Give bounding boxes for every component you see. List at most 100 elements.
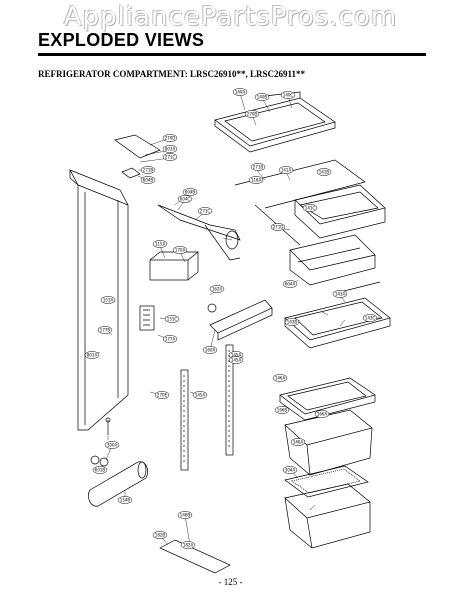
page-subtitle: REFRIGERATOR COMPARTMENT: LRSC26910**, L… — [38, 69, 306, 79]
cover-182 — [159, 539, 231, 574]
part-label-text: 146B — [180, 512, 191, 517]
part-label-bubble: 601B — [92, 466, 108, 474]
part-label-text: 604C — [180, 196, 191, 201]
part-label-bubble: 300A — [104, 441, 120, 449]
control-box-115 — [149, 251, 199, 281]
fasteners — [90, 417, 111, 467]
part-label-bubble: 271C — [162, 153, 178, 161]
part-label-text: 160A — [205, 347, 216, 352]
part-label-text: 140C — [283, 92, 294, 97]
cabinet-wall — [69, 169, 129, 431]
part-label-text: 601B — [95, 467, 106, 472]
part-label-text: 151A — [103, 297, 114, 302]
part-label-bubble: 177B — [97, 326, 113, 334]
part-label-bubble: 270E — [154, 391, 170, 399]
grid-cover-304 — [284, 465, 369, 498]
part-label-text: 145A — [231, 357, 242, 362]
part-label-text: 270B — [247, 111, 258, 116]
part-label-bubble: 604B — [140, 176, 156, 184]
part-label-text: 141C — [305, 205, 316, 210]
part-label-bubble: 604A — [282, 280, 298, 288]
tube-154 — [88, 461, 148, 507]
part-label-text: 801A — [87, 352, 98, 357]
part-label-bubble: 145A — [192, 391, 208, 399]
part-label-bubble: 116A — [248, 176, 264, 184]
part-labels: 140A 140B 140C 270B 270D 803A 271C 271B 604B 604B… — [84, 88, 378, 549]
part-label-bubble: 143B — [284, 318, 300, 326]
part-label-text: 143A — [335, 291, 346, 296]
part-label-text: 182B — [155, 532, 166, 537]
part-label-text: 271B — [143, 167, 154, 172]
part-label-text: 182A — [183, 542, 194, 547]
watermark: AppliancePartsPros.com — [63, 2, 398, 32]
part-label-text: 141B — [319, 169, 330, 174]
part-label-bubble: 146A — [272, 374, 288, 382]
part-label-text: 115A — [155, 241, 166, 246]
part-label-bubble: 141B — [316, 168, 332, 176]
part-label-bubble: 115A — [152, 240, 168, 248]
part-label-text: 140B — [257, 94, 268, 99]
part-label-bubble: 145A — [228, 356, 244, 364]
part-label-text: 604B — [143, 177, 154, 182]
part-label-text: 300A — [107, 442, 118, 447]
part-label-bubble: 801A — [84, 351, 100, 359]
part-label-text: 803A — [165, 146, 176, 151]
part-label-bubble: 146A — [290, 438, 306, 446]
part-label-text: 271D — [273, 224, 284, 229]
part-label-text: 271C — [200, 208, 211, 213]
part-label-text: 271B — [253, 164, 264, 169]
part-label-bubble: 270D — [162, 134, 178, 142]
part-label-bubble: 141C — [302, 204, 318, 212]
part-label-bubble: 182B — [152, 531, 168, 539]
shelf-143 — [284, 281, 391, 349]
bulb-801 — [207, 303, 217, 313]
part-label-text: 154B — [120, 497, 131, 502]
shelf-140 — [214, 91, 336, 153]
part-label-text: 151C — [167, 316, 178, 321]
drawer-146B — [284, 483, 371, 549]
part-label-text: 145A — [195, 392, 206, 397]
part-label-text: 177A — [165, 336, 176, 341]
part-label-text: 162A — [212, 286, 223, 291]
part-label-text: 270D — [165, 135, 176, 140]
part-label-bubble: 304A — [282, 466, 298, 474]
part-label-text: 604A — [285, 281, 296, 286]
part-label-text: 304A — [285, 467, 296, 472]
part-label-text: 177B — [100, 327, 111, 332]
part-label-bubble: 182A — [180, 541, 196, 549]
shelf-141 — [234, 159, 386, 246]
part-label-text: 270E — [157, 392, 168, 397]
part-label-text: 140A — [235, 89, 246, 94]
part-label-bubble: 143A — [332, 290, 348, 298]
cover-160 — [209, 299, 273, 341]
part-label-text: 146A — [275, 375, 286, 380]
part-label-text: 143C — [365, 315, 376, 320]
part-label-text: 271C — [165, 154, 176, 159]
part-label-text: 143B — [287, 319, 298, 324]
part-label-bubble: 140C — [280, 91, 296, 99]
part-label-bubble: 271C — [197, 207, 213, 215]
part-label-text: 146A — [293, 439, 304, 444]
part-label-bubble: 140B — [254, 93, 270, 101]
part-label-bubble: 177A — [162, 335, 178, 343]
part-label-bubble: 162A — [209, 285, 225, 293]
part-label-bubble: 270B — [244, 110, 260, 118]
part-label-bubble: 604B — [182, 188, 198, 196]
part-label-bubble: 151C — [164, 315, 180, 323]
part-label-text: 604B — [185, 189, 196, 194]
part-label-bubble: 166B — [274, 406, 290, 414]
part-label-bubble: 146B — [177, 511, 193, 519]
part-label-bubble: 141A — [278, 166, 294, 174]
part-label-bubble: 271B — [250, 163, 266, 171]
leader-lines — [91, 92, 380, 546]
part-label-text: 166A — [317, 411, 328, 416]
part-label-text: 170A — [175, 247, 186, 252]
part-label-bubble: 271D — [270, 223, 286, 231]
part-label-text: 145A — [231, 352, 242, 357]
part-label-bubble: 154B — [117, 496, 133, 504]
part-label-bubble: 151A — [100, 296, 116, 304]
shelf-rail-right — [225, 344, 234, 456]
duct-604 — [157, 204, 241, 261]
part-label-bubble: 803A — [162, 145, 178, 153]
